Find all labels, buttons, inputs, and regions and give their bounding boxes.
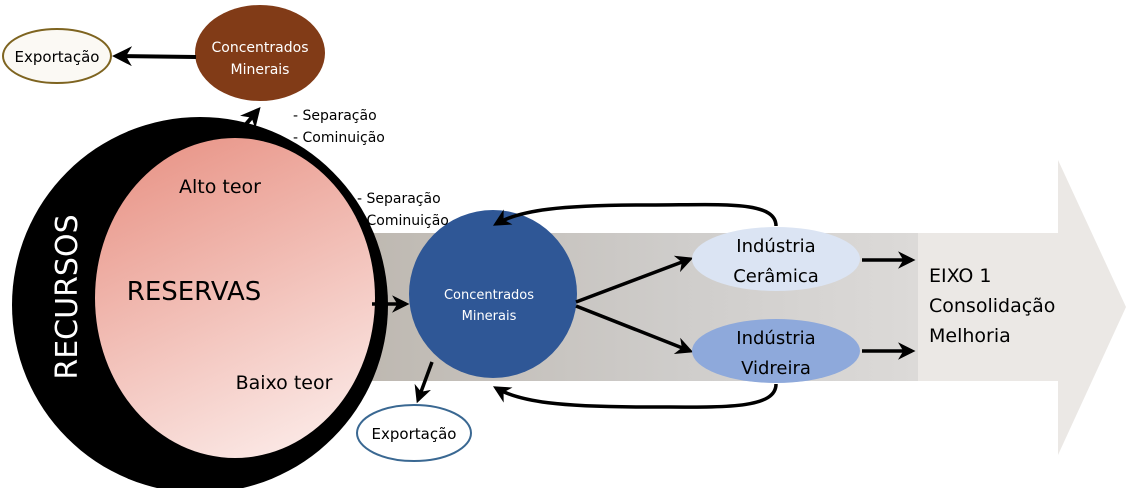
arrow-concentrados-to-ceramica (575, 255, 694, 304)
top-export-node[interactable] (2, 28, 112, 84)
axis-label-line1: EIXO 1 (929, 265, 992, 287)
top-concentrados-line2: Minerais (231, 62, 290, 78)
arrow-concentrados-to-export (414, 361, 434, 404)
bottom-export-label: Exportação (372, 425, 457, 443)
arrow-concentrados-to-vidreira (575, 304, 694, 354)
ceramica-node[interactable] (692, 227, 860, 291)
top-concentrados-node[interactable] (195, 5, 325, 101)
main-concentrados-line2: Minerais (462, 309, 517, 324)
vidreira-line2: Vidreira (741, 358, 811, 379)
arrow-top-concentrados-to-export (112, 46, 197, 67)
low-grade-label: Baixo teor (236, 372, 333, 394)
main-process-step-2: - Cominuição (357, 213, 449, 229)
top-process-step-2: - Cominuição (293, 130, 385, 146)
axis-label-line2: Consolidação (929, 295, 1055, 317)
arrow-reservas-to-top-concentrados (234, 106, 261, 138)
top-concentrados-line1: Concentrados (212, 40, 309, 56)
main-concentrados-line1: Concentrados (444, 288, 534, 303)
top-process-step-1: - Separação (293, 108, 377, 124)
feedback-arrow-ceramica (492, 202, 778, 227)
top-export-label: Exportação (15, 48, 100, 66)
recursos-label: RECURSOS (50, 214, 85, 379)
axis-label-line3: Melhoria (929, 325, 1011, 347)
reservas-label: RESERVAS (127, 277, 261, 307)
bottom-export-node[interactable] (356, 404, 472, 462)
ceramica-line2: Cerâmica (733, 266, 819, 287)
reservas-circle (95, 138, 375, 458)
main-process-step-1: - Separação (357, 191, 441, 207)
vidreira-line1: Indústria (736, 328, 815, 349)
ceramica-line1: Indústria (736, 236, 815, 257)
high-grade-label: Alto teor (179, 176, 261, 198)
main-concentrados-node[interactable] (409, 210, 577, 378)
vidreira-node[interactable] (692, 319, 860, 383)
feedback-arrow-vidreira (492, 383, 778, 409)
axis-arrow-head (915, 160, 1126, 455)
